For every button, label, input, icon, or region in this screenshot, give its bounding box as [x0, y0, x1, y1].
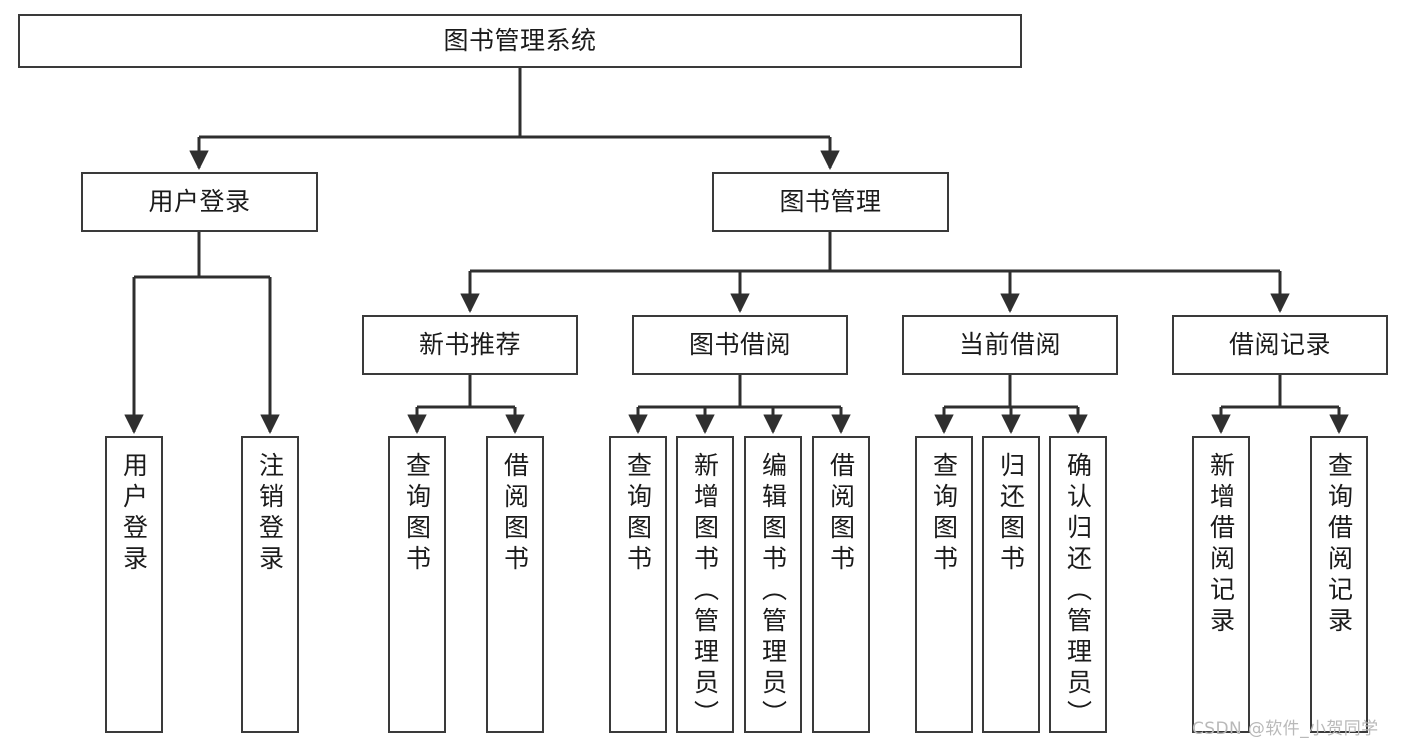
- node-new-book-recommend-label: 新书推荐: [418, 330, 521, 360]
- node-leaf-edit-book-label: 编辑图书（管理员）: [758, 452, 788, 731]
- node-leaf-query-record-label: 查询借阅记录: [1324, 452, 1354, 638]
- node-leaf-confirm-return[interactable]: 确认归还（管理员）: [1049, 436, 1107, 733]
- node-leaf-user-login[interactable]: 用户登录: [105, 436, 163, 733]
- node-leaf-add-book-label: 新增图书（管理员）: [690, 452, 720, 731]
- node-leaf-query-book-3[interactable]: 查询图书: [915, 436, 973, 733]
- node-leaf-query-book-1[interactable]: 查询图书: [388, 436, 446, 733]
- node-leaf-query-book-3-label: 查询图书: [929, 452, 959, 576]
- node-current-borrow[interactable]: 当前借阅: [902, 315, 1118, 375]
- node-leaf-return-book-label: 归还图书: [996, 452, 1026, 576]
- node-leaf-confirm-return-label: 确认归还（管理员）: [1063, 452, 1093, 731]
- node-leaf-borrow-book-1-label: 借阅图书: [500, 452, 530, 576]
- node-book-borrow-label: 图书借阅: [688, 330, 791, 360]
- node-leaf-return-book[interactable]: 归还图书: [982, 436, 1040, 733]
- node-leaf-logout-login[interactable]: 注销登录: [241, 436, 299, 733]
- node-book-borrow[interactable]: 图书借阅: [632, 315, 848, 375]
- node-root-system[interactable]: 图书管理系统: [18, 14, 1022, 68]
- node-user-login-label: 用户登录: [148, 187, 251, 217]
- node-leaf-user-login-label: 用户登录: [119, 452, 149, 576]
- node-root-system-label: 图书管理系统: [443, 26, 597, 56]
- node-user-login[interactable]: 用户登录: [81, 172, 318, 232]
- node-leaf-query-book-1-label: 查询图书: [402, 452, 432, 576]
- node-leaf-query-book-2[interactable]: 查询图书: [609, 436, 667, 733]
- node-new-book-recommend[interactable]: 新书推荐: [362, 315, 578, 375]
- node-leaf-add-record-label: 新增借阅记录: [1206, 452, 1236, 638]
- node-leaf-borrow-book-2-label: 借阅图书: [826, 452, 856, 576]
- node-leaf-borrow-book-2[interactable]: 借阅图书: [812, 436, 870, 733]
- node-borrow-record-label: 借阅记录: [1228, 330, 1331, 360]
- node-leaf-edit-book[interactable]: 编辑图书（管理员）: [744, 436, 802, 733]
- node-leaf-logout-login-label: 注销登录: [255, 452, 285, 576]
- node-leaf-borrow-book-1[interactable]: 借阅图书: [486, 436, 544, 733]
- node-book-management[interactable]: 图书管理: [712, 172, 949, 232]
- node-borrow-record[interactable]: 借阅记录: [1172, 315, 1388, 375]
- node-leaf-query-record[interactable]: 查询借阅记录: [1310, 436, 1368, 733]
- node-leaf-add-record[interactable]: 新增借阅记录: [1192, 436, 1250, 733]
- node-leaf-query-book-2-label: 查询图书: [623, 452, 653, 576]
- node-book-management-label: 图书管理: [779, 187, 882, 217]
- node-current-borrow-label: 当前借阅: [958, 330, 1061, 360]
- node-leaf-add-book[interactable]: 新增图书（管理员）: [676, 436, 734, 733]
